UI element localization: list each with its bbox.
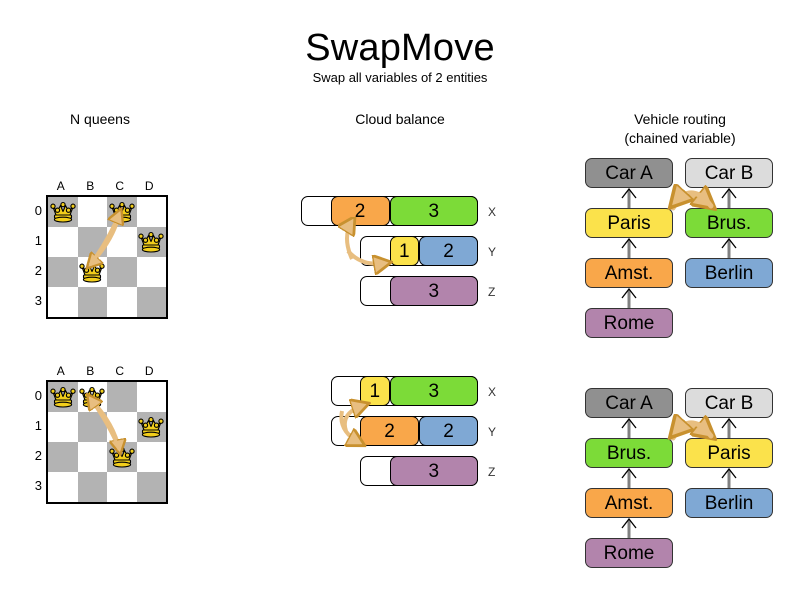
customer-box-brus-[interactable]: Brus.: [685, 208, 773, 238]
swap-arrow-vehicle-routing: [665, 414, 725, 448]
customer-box-paris[interactable]: Paris: [685, 438, 773, 468]
board-cell-A2[interactable]: [48, 257, 78, 287]
cloud-process-X-0[interactable]: 2: [330, 196, 390, 226]
cloud-process-Y-0[interactable]: 2: [360, 416, 419, 446]
chain-connector-arrow: [621, 418, 637, 438]
page-title: SwapMove: [305, 27, 495, 69]
customer-box-amst-[interactable]: Amst.: [585, 488, 673, 518]
cloud-computer-label-Y: Y: [488, 245, 497, 259]
customer-box-paris[interactable]: Paris: [585, 208, 673, 238]
cloud-computer-label-Z: Z: [488, 465, 496, 479]
board-column-label-B: B: [86, 364, 95, 378]
board-cell-A3[interactable]: [48, 472, 78, 502]
column-header-nqueens: N queens: [70, 111, 130, 127]
board-row-label-1: 1: [34, 418, 42, 433]
cloud-computer-label-X: X: [488, 385, 497, 399]
swap-arrow-cloud: [338, 217, 408, 275]
cloud-process-Y-1[interactable]: 2: [419, 236, 478, 266]
board-cell-A3[interactable]: [48, 287, 78, 317]
customer-box-rome[interactable]: Rome: [585, 308, 673, 338]
board-cell-C3[interactable]: [107, 472, 137, 502]
board-cell-D3[interactable]: [136, 287, 166, 317]
board-column-label-D: D: [144, 179, 154, 193]
board-column-label-B: B: [86, 179, 95, 193]
cloud-computer-label-Z: Z: [488, 285, 496, 299]
swap-arrow-vehicle-routing: [665, 184, 725, 218]
board-row-label-1: 1: [34, 233, 42, 248]
customer-box-berlin[interactable]: Berlin: [685, 258, 773, 288]
board-cell-D2[interactable]: [136, 442, 166, 472]
column-header-vrp-line2: (chained variable): [624, 130, 736, 146]
vehicle-box-car-b[interactable]: Car B: [685, 388, 773, 418]
board-row-label-3: 3: [34, 478, 42, 493]
board-column-label-C: C: [115, 179, 125, 193]
board-row-label-3: 3: [34, 293, 42, 308]
board-column-label-D: D: [144, 364, 154, 378]
page-subtitle: Swap all variables of 2 entities: [312, 70, 488, 85]
column-header-vehicle-routing: Vehicle routing (chained variable): [580, 110, 780, 148]
cloud-process-Y-1[interactable]: 2: [419, 416, 478, 446]
chain-connector-arrow: [621, 518, 637, 538]
board-cell-D0[interactable]: [136, 382, 166, 412]
board-cell-D0[interactable]: [136, 197, 166, 227]
board-row-label-0: 0: [34, 388, 42, 403]
board-row-label-2: 2: [34, 263, 42, 278]
board-column-label-A: A: [56, 179, 65, 193]
board-cell-D3[interactable]: [136, 472, 166, 502]
board-cell-A1[interactable]: [48, 412, 78, 442]
board-cell-B3[interactable]: [77, 472, 107, 502]
cloud-process-Y-0[interactable]: 1: [389, 236, 419, 266]
cloud-computer-label-X: X: [488, 205, 497, 219]
board-row-label-2: 2: [34, 448, 42, 463]
board-column-label-A: A: [56, 364, 65, 378]
customer-box-amst-[interactable]: Amst.: [585, 258, 673, 288]
board-column-label-C: C: [115, 364, 125, 378]
cloud-computer-label-Y: Y: [488, 425, 497, 439]
board-cell-A1[interactable]: [48, 227, 78, 257]
column-header-vrp-line1: Vehicle routing: [634, 111, 726, 127]
swap-arrow-cloud: [339, 397, 408, 455]
chain-connector-arrow: [721, 468, 737, 488]
cloud-process-X-1[interactable]: 3: [389, 196, 478, 226]
board-cell-B3[interactable]: [77, 287, 107, 317]
cloud-process-Z-0[interactable]: 3: [389, 276, 478, 306]
board-cell-A2[interactable]: [48, 442, 78, 472]
column-header-cloud-balance: Cloud balance: [355, 111, 445, 127]
customer-box-berlin[interactable]: Berlin: [685, 488, 773, 518]
vehicle-box-car-a[interactable]: Car A: [585, 158, 673, 188]
cloud-process-X-1[interactable]: 3: [389, 376, 478, 406]
cloud-process-Z-0[interactable]: 3: [389, 456, 478, 486]
vehicle-box-car-a[interactable]: Car A: [585, 388, 673, 418]
customer-box-rome[interactable]: Rome: [585, 538, 673, 568]
customer-box-brus-[interactable]: Brus.: [585, 438, 673, 468]
chain-connector-arrow: [621, 468, 637, 488]
board-cell-D2[interactable]: [136, 257, 166, 287]
vehicle-box-car-b[interactable]: Car B: [685, 158, 773, 188]
board-cell-C3[interactable]: [107, 287, 137, 317]
board-row-label-0: 0: [34, 203, 42, 218]
